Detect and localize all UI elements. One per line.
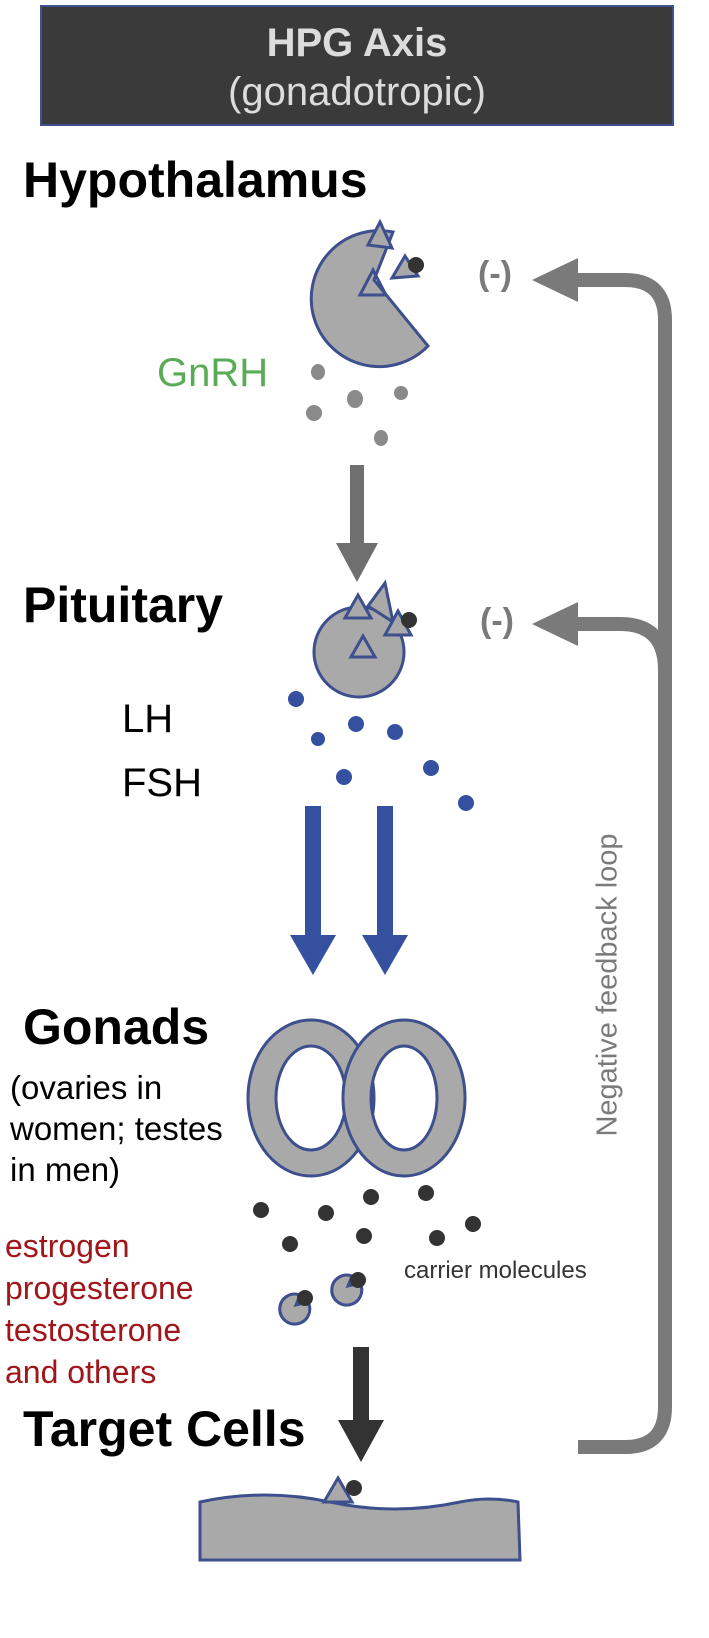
receptor-triangle-icon [357, 266, 389, 297]
inhibition-marker-hypothalamus: (-) [478, 255, 512, 293]
receptor-triangle-icon [321, 1475, 355, 1504]
receptor-triangle-icon [348, 632, 378, 659]
gonad-note-line-2: women; testes [10, 1110, 223, 1147]
pituitary-cell [312, 579, 417, 699]
diagram-title: HPG Axis [266, 21, 448, 65]
steroid-others: and others [5, 1354, 157, 1390]
feedback-loop-label: Negative feedback loop [591, 833, 624, 1137]
receptor-triangle-icon [365, 218, 395, 250]
steroid-estrogen: estrogen [5, 1228, 130, 1264]
label-fsh: FSH [122, 761, 202, 805]
bound-hormone-dot [408, 257, 424, 273]
receptor-triangle-icon [342, 591, 374, 620]
label-gnrh: GnRH [157, 351, 269, 395]
steroid-testosterone: testosterone [5, 1312, 182, 1348]
feedback-loop [532, 258, 672, 1454]
feedback-arrowhead-hypothalamus [532, 258, 578, 302]
bound-hormone-dot [346, 1480, 362, 1496]
gonad-note-line-1: (ovaries in [10, 1069, 163, 1106]
feedback-loop-line [572, 273, 672, 1454]
receptor-triangle-icon [365, 579, 396, 626]
inhibition-marker-pituitary: (-) [480, 602, 514, 640]
gnrh-particles [306, 364, 408, 446]
label-carrier-molecules: carrier molecules [404, 1257, 587, 1284]
lh-fsh-particles [288, 691, 474, 811]
gonads-icon [246, 1018, 467, 1178]
arrow-gonads-to-target [338, 1347, 384, 1462]
steroid-particles [253, 1185, 481, 1252]
target-cell [198, 1475, 522, 1562]
arrows-pituitary-to-gonads [290, 806, 408, 975]
title-banner: HPG Axis (gonadotropic) [40, 5, 674, 126]
carrier-molecules [278, 1272, 366, 1326]
stage-hypothalamus: Hypothalamus [23, 152, 368, 208]
bound-hormone-dot [297, 1290, 313, 1306]
feedback-branch-pituitary [572, 617, 672, 671]
gonad-note-line-3: in men) [10, 1151, 121, 1188]
stage-gonads: Gonads [23, 999, 210, 1055]
stage-target-cells: Target Cells [23, 1401, 306, 1457]
hypothalamus-cell [309, 218, 431, 369]
label-lh: LH [122, 697, 174, 741]
bound-hormone-dot [401, 612, 417, 628]
feedback-arrowhead-pituitary [532, 602, 578, 646]
diagram-subtitle: (gonadotropic) [228, 70, 486, 114]
steroid-progesterone: progesterone [5, 1270, 194, 1306]
stage-pituitary: Pituitary [23, 577, 224, 633]
bound-hormone-dot [350, 1272, 366, 1288]
arrow-hypothalamus-to-pituitary [336, 465, 378, 582]
